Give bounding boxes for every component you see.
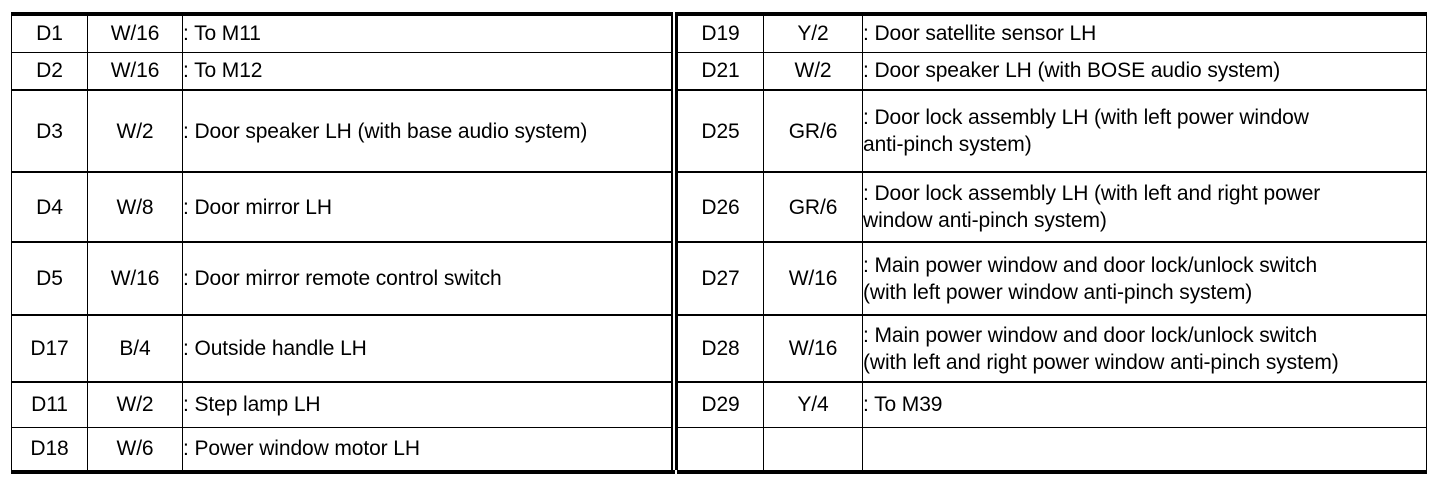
- connector-id-cell: D5: [11, 241, 88, 315]
- description-cell: : Door speaker LH (with base audio syste…: [182, 89, 675, 172]
- wire-color-pole-cell: W/16: [87, 51, 183, 90]
- wire-color-pole-cell: W/16: [763, 314, 863, 382]
- connector-id-cell: D3: [11, 89, 88, 172]
- description-cell: [862, 426, 1427, 472]
- description-cell: : To M12: [182, 51, 675, 90]
- connector-id-cell: D18: [11, 426, 88, 472]
- connector-id-cell: D11: [11, 381, 88, 427]
- description-cell: : Door mirror LH: [182, 171, 675, 242]
- wire-color-pole-cell: Y/2: [763, 14, 863, 52]
- wire-color-pole-cell: Y/4: [763, 381, 863, 427]
- wire-color-pole-cell: W/16: [87, 241, 183, 315]
- wire-color-pole-cell: W/2: [87, 381, 183, 427]
- description-cell: : Step lamp LH: [182, 381, 675, 427]
- description-cell: : To M11: [182, 14, 675, 52]
- center-divider: [671, 12, 677, 470]
- description-cell: : Door satellite sensor LH: [862, 14, 1427, 52]
- connector-id-cell: D1: [11, 14, 88, 52]
- connector-id-cell: D21: [677, 51, 764, 90]
- wire-color-pole-cell: W/16: [87, 14, 183, 52]
- description-cell: : To M39: [862, 381, 1427, 427]
- connector-id-cell: [677, 426, 764, 472]
- table-row: [677, 426, 1427, 472]
- wire-color-pole-cell: B/4: [87, 314, 183, 382]
- wire-color-pole-cell: W/8: [87, 171, 183, 242]
- wire-color-pole-cell: [763, 426, 863, 472]
- description-cell: : Outside handle LH: [182, 314, 675, 382]
- description-cell: : Power window motor LH: [182, 426, 675, 472]
- wire-color-pole-cell: W/2: [87, 89, 183, 172]
- connector-id-cell: D29: [677, 381, 764, 427]
- wire-color-pole-cell: GR/6: [763, 89, 863, 172]
- description-cell: : Door lock assembly LH (with left and r…: [862, 171, 1427, 242]
- description-cell: : Door lock assembly LH (with left power…: [862, 89, 1427, 172]
- description-cell: : Door mirror remote control switch: [182, 241, 675, 315]
- connector-id-cell: D27: [677, 241, 764, 315]
- connector-id-cell: D17: [11, 314, 88, 382]
- description-cell: : Main power window and door lock/unlock…: [862, 241, 1427, 315]
- connector-id-cell: D4: [11, 171, 88, 242]
- connector-id-cell: D2: [11, 51, 88, 90]
- connector-id-cell: D28: [677, 314, 764, 382]
- description-cell: : Door speaker LH (with BOSE audio syste…: [862, 51, 1427, 90]
- connector-id-cell: D25: [677, 89, 764, 172]
- wire-color-pole-cell: W/6: [87, 426, 183, 472]
- connector-id-cell: D26: [677, 171, 764, 242]
- wire-color-pole-cell: W/16: [763, 241, 863, 315]
- wire-color-pole-cell: GR/6: [763, 171, 863, 242]
- description-cell: : Main power window and door lock/unlock…: [862, 314, 1427, 382]
- wire-color-pole-cell: W/2: [763, 51, 863, 90]
- connector-id-cell: D19: [677, 14, 764, 52]
